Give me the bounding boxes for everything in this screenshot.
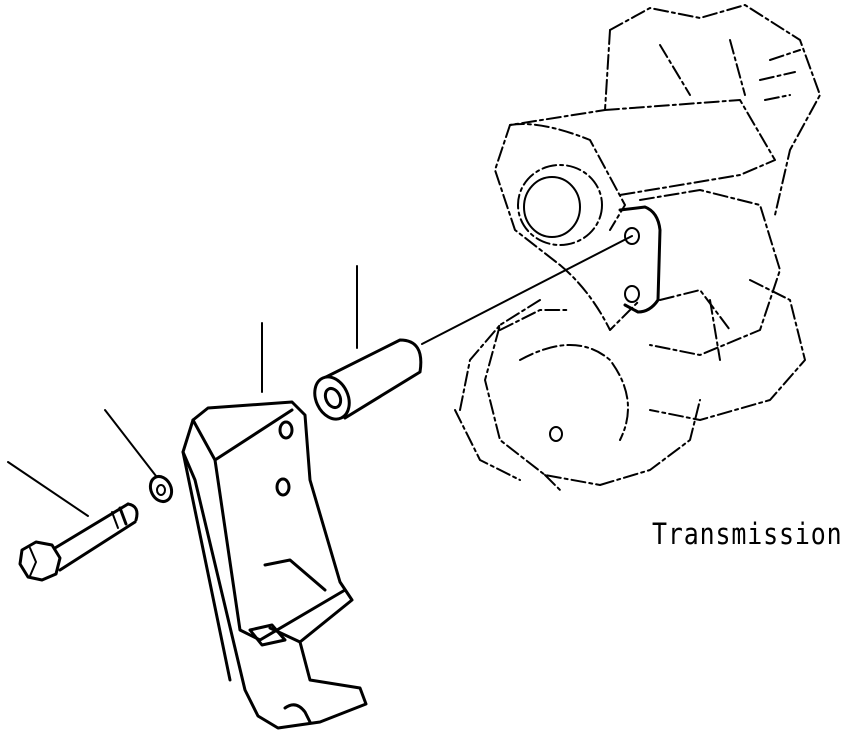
transmission-label: Transmission — [652, 517, 843, 551]
transmission-housing — [454, 4, 821, 491]
bracket-part — [181, 400, 368, 730]
washer-leader-line — [104, 409, 157, 477]
washer-part — [148, 474, 174, 504]
bolt-part — [18, 502, 139, 582]
leader-lines — [7, 265, 358, 517]
assembly-axis-line — [421, 235, 633, 345]
transmission-mounting-boss — [549, 205, 662, 442]
bolt-leader-line — [7, 461, 89, 517]
spacer-part — [313, 338, 423, 421]
